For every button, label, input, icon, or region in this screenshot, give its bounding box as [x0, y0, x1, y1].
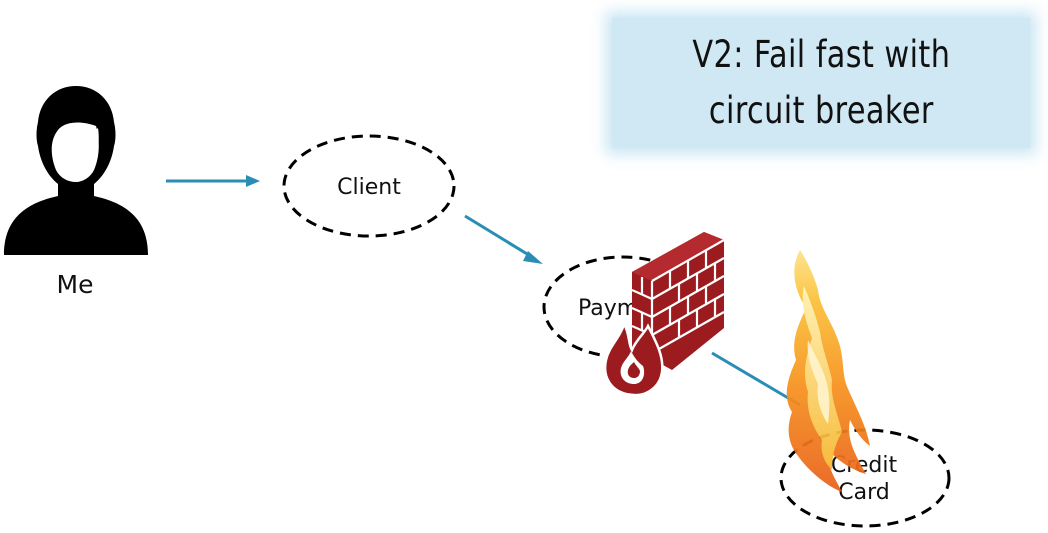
credit-label-line-2: Card	[838, 480, 889, 505]
me-label: Me	[56, 270, 94, 299]
title-line-1: V2: Fail fast with	[691, 33, 951, 76]
diagram-title: V2: Fail fast with circuit breaker	[692, 27, 950, 139]
firewall-icon	[603, 232, 725, 397]
person-silhouette-icon	[4, 86, 148, 255]
arrow-client-to-payment	[464, 214, 543, 264]
fire-icon	[786, 250, 870, 492]
title-line-2: circuit breaker	[708, 89, 934, 132]
line-payment-to-credit	[711, 351, 801, 407]
title-banner: V2: Fail fast with circuit breaker	[612, 18, 1030, 148]
client-node: Client	[282, 134, 456, 238]
arrow-me-to-client	[166, 175, 260, 187]
client-label: Client	[337, 175, 401, 200]
